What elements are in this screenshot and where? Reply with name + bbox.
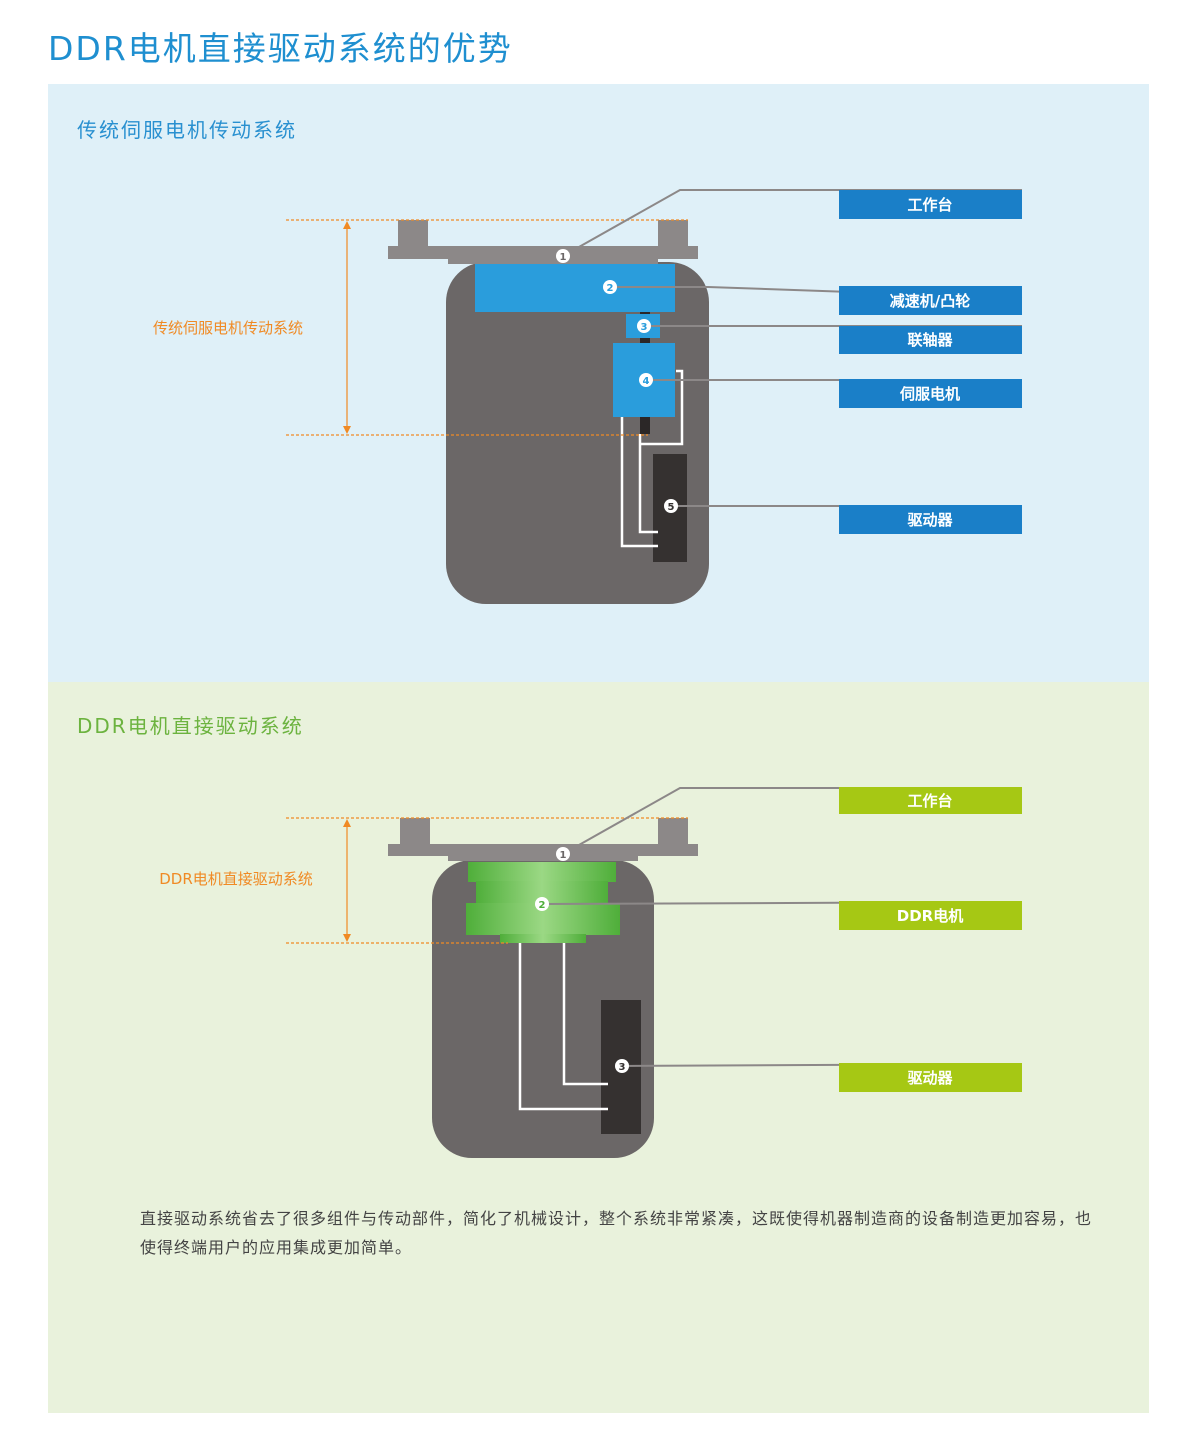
ddr-system-heading: DDR电机直接驱动系统 <box>77 714 304 738</box>
svg-text:1: 1 <box>560 252 567 263</box>
svg-text:工作台: 工作台 <box>907 792 952 810</box>
page-title: DDR电机直接驱动系统的优势 <box>48 29 513 68</box>
worktable <box>388 818 698 861</box>
svg-text:4: 4 <box>643 376 650 387</box>
svg-text:减速机/凸轮: 减速机/凸轮 <box>890 292 970 310</box>
callout-badge-4: 4 <box>639 373 653 387</box>
ddr-motor <box>466 862 620 943</box>
callout-label-servo-motor: 伺服电机 <box>839 379 1022 408</box>
callout-badge-1: 1 <box>556 847 570 861</box>
callout-badge-5: 5 <box>664 499 678 513</box>
worktable <box>388 220 698 264</box>
height-dimension <box>286 817 688 944</box>
drive-cables <box>518 943 608 1111</box>
height-dimension <box>286 219 688 436</box>
svg-text:伺服电机: 伺服电机 <box>899 385 960 403</box>
svg-text:2: 2 <box>607 283 614 294</box>
callout-label-driver: 驱动器 <box>839 505 1022 534</box>
height-dimension-label: 传统伺服电机传动系统 <box>153 319 303 337</box>
traditional-system-panel: 传统伺服电机传动系统 <box>48 84 1149 682</box>
callout-badge-2: 2 <box>535 897 549 911</box>
callout-label-worktable: 工作台 <box>839 190 1022 219</box>
callout-label-worktable: 工作台 <box>839 787 1022 814</box>
callout-badge-3: 3 <box>615 1059 629 1073</box>
summary-paragraph: 直接驱动系统省去了很多组件与传动部件，简化了机械设计，整个系统非常紧凑，这既使得… <box>140 1209 1093 1257</box>
svg-text:联轴器: 联轴器 <box>907 331 953 349</box>
ddr-system-panel: DDR电机直接驱动系统 <box>48 682 1149 1413</box>
svg-text:1: 1 <box>560 850 567 861</box>
svg-text:3: 3 <box>619 1062 626 1073</box>
svg-text:工作台: 工作台 <box>907 196 952 214</box>
svg-text:2: 2 <box>539 900 546 911</box>
ddr-system-diagram: DDR电机直接驱动系统 1 2 3 工作台 DDR电机 <box>159 787 1023 1158</box>
callout-label-ddr-motor: DDR电机 <box>839 901 1022 930</box>
svg-text:驱动器: 驱动器 <box>907 1069 953 1087</box>
svg-text:DDR电机: DDR电机 <box>897 907 963 925</box>
svg-text:驱动器: 驱动器 <box>907 511 953 529</box>
height-dimension-label: DDR电机直接驱动系统 <box>159 870 313 888</box>
svg-text:3: 3 <box>641 322 648 333</box>
callout-label-driver: 驱动器 <box>839 1063 1022 1092</box>
callout-badge-2: 2 <box>603 280 617 294</box>
traditional-system-diagram: 传统伺服电机传动系统 1 2 3 4 5 <box>153 189 1023 604</box>
callout-label-gearbox: 减速机/凸轮 <box>839 286 1022 315</box>
callout-badge-3: 3 <box>637 319 651 333</box>
callout-badge-1: 1 <box>556 249 570 263</box>
drive-cables <box>620 369 684 548</box>
svg-text:5: 5 <box>668 502 675 513</box>
callout-label-coupling: 联轴器 <box>839 326 1022 354</box>
traditional-system-heading: 传统伺服电机传动系统 <box>77 118 297 142</box>
